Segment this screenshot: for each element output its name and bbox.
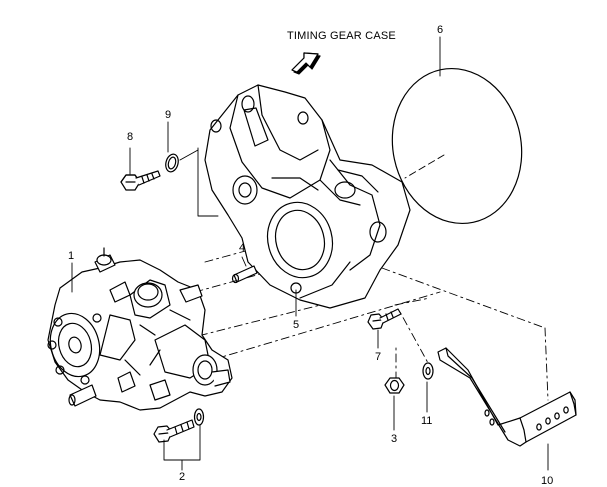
dowel-pin [233, 257, 258, 283]
bracket [438, 348, 576, 470]
o-ring-large [378, 37, 536, 236]
adapter-flange [205, 85, 410, 316]
callout-10: 10 [541, 475, 554, 487]
flange-bolt [121, 148, 160, 190]
callout-8: 8 [127, 131, 134, 143]
washer [423, 363, 433, 412]
callout-3: 3 [391, 433, 398, 445]
callout-2: 2 [179, 471, 186, 483]
bolt-bracket-lines [180, 148, 218, 216]
callout-11: 11 [421, 415, 433, 427]
o-ring-small [164, 122, 180, 173]
pump [44, 248, 232, 410]
flange-bolt-washer [154, 409, 204, 470]
direction-arrow-icon [292, 53, 320, 74]
callout-6: 6 [437, 24, 444, 36]
timing-gear-case-label: TIMING GEAR CASE [287, 30, 396, 42]
callout-4: 4 [239, 242, 246, 254]
callout-7: 7 [375, 351, 382, 363]
nut [385, 378, 404, 430]
callout-5: 5 [293, 319, 300, 331]
bolt [368, 309, 401, 348]
callout-1: 1 [68, 250, 75, 262]
callout-9: 9 [165, 109, 172, 121]
